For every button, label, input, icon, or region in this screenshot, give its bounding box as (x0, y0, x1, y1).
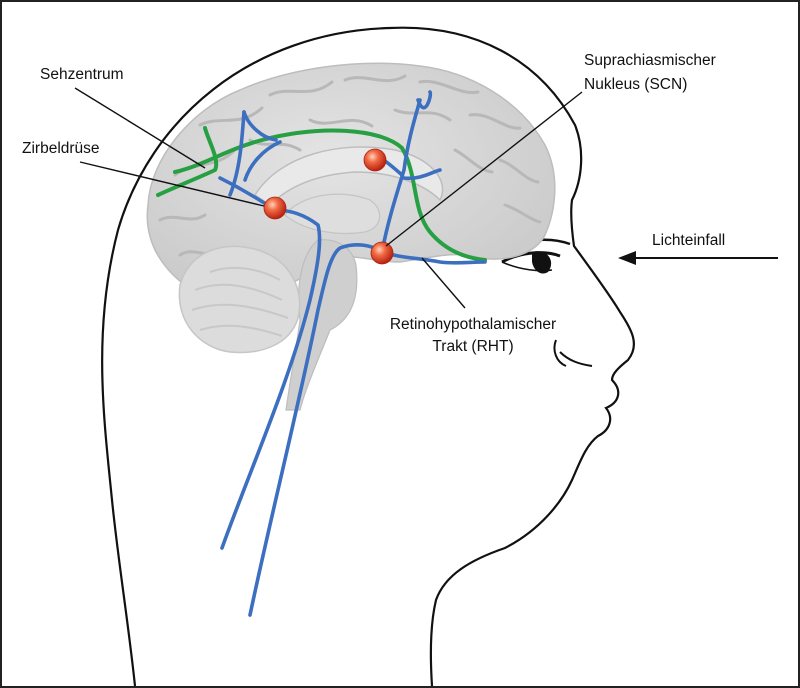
red-sphere-icon (263, 196, 287, 220)
label-scn-line1: Suprachiasmischer (584, 52, 716, 69)
nose-crease (553, 339, 567, 367)
cerebellum-folds (191, 266, 289, 337)
label-visual-center: Sehzentrum (40, 66, 124, 83)
red-sphere-icon (363, 148, 387, 172)
eye-lower-lid (501, 261, 553, 272)
cerebellum (178, 245, 301, 354)
nerve-pathways-blue (218, 90, 487, 617)
label-rht-line2: Trakt (RHT) (432, 338, 514, 355)
head-outline (101, 26, 636, 687)
visual-pathway-green-branch (156, 126, 219, 197)
eye-icon (532, 251, 552, 274)
leader-lines (74, 87, 583, 309)
red-sphere-icon (370, 241, 394, 265)
visual-pathway-green (173, 128, 487, 262)
arrow-left-icon (618, 251, 778, 265)
label-pineal-gland: Zirbeldrüse (22, 140, 100, 157)
corpus-callosum (253, 146, 444, 206)
label-scn-line2: Nukleus (SCN) (584, 76, 688, 93)
label-light-incidence: Lichteinfall (652, 232, 726, 249)
label-rht-line1: Retinohypothalamischer (389, 316, 557, 333)
nostril (559, 351, 593, 367)
